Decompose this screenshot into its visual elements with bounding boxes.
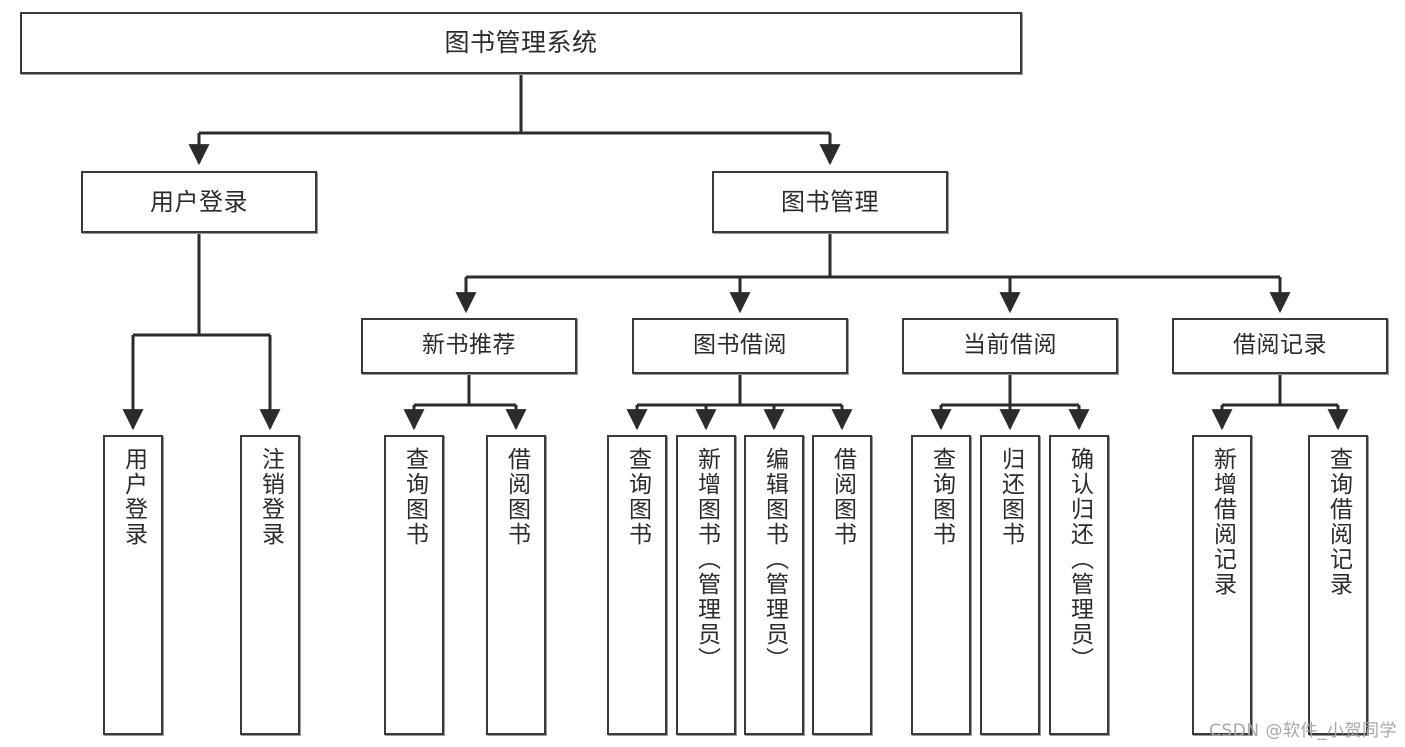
node-label: 查询图书 — [401, 447, 428, 547]
node-label: 图书管理系统 — [444, 28, 598, 57]
node-label: 用户登录 — [150, 187, 248, 216]
node-book-management[interactable]: 图书管理 — [712, 171, 948, 233]
node-label: 借阅图书 — [829, 447, 856, 547]
csdn-watermark: CSDN @软件_小贺同学 — [1209, 721, 1397, 741]
leaf-new-book-borrow-book[interactable]: 借阅图书 — [486, 435, 546, 735]
leaf-borrow-record-query-record[interactable]: 查询借阅记录 — [1308, 435, 1368, 735]
node-book-borrow[interactable]: 图书借阅 — [632, 318, 848, 374]
leaf-book-borrow-query-book[interactable]: 查询图书 — [607, 435, 667, 735]
node-label: 新书推荐 — [422, 332, 516, 359]
node-label: 借阅记录 — [1233, 332, 1327, 359]
node-label: 图书借阅 — [693, 332, 787, 359]
node-label: 查询图书 — [624, 447, 651, 547]
leaf-current-borrow-confirm-return-admin[interactable]: 确认归还（管理员） — [1049, 435, 1109, 735]
node-new-book-recommend[interactable]: 新书推荐 — [361, 318, 577, 374]
node-root-book-management-system[interactable]: 图书管理系统 — [20, 12, 1022, 74]
node-label: 归还图书 — [997, 447, 1024, 547]
leaf-current-borrow-query-book[interactable]: 查询图书 — [911, 435, 971, 735]
node-label: 编辑图书（管理员） — [761, 447, 788, 672]
leaf-book-borrow-edit-book-admin[interactable]: 编辑图书（管理员） — [744, 435, 804, 735]
node-label: 注销登录 — [257, 447, 284, 547]
leaf-book-borrow-add-book-admin[interactable]: 新增图书（管理员） — [676, 435, 736, 735]
leaf-current-borrow-return-book[interactable]: 归还图书 — [980, 435, 1040, 735]
node-label: 查询图书 — [928, 447, 955, 547]
node-label: 借阅图书 — [503, 447, 530, 547]
leaf-borrow-record-add-record[interactable]: 新增借阅记录 — [1192, 435, 1252, 735]
leaf-new-book-query-book[interactable]: 查询图书 — [384, 435, 444, 735]
leaf-user-login-login[interactable]: 用户登录 — [103, 435, 163, 735]
node-label: 当前借阅 — [963, 332, 1057, 359]
node-label: 图书管理 — [781, 187, 879, 216]
leaf-user-login-logout[interactable]: 注销登录 — [240, 435, 300, 735]
node-label: 用户登录 — [120, 447, 147, 547]
node-user-login[interactable]: 用户登录 — [81, 171, 317, 233]
node-label: 查询借阅记录 — [1325, 447, 1352, 597]
node-label: 新增图书（管理员） — [693, 447, 720, 672]
node-label: 新增借阅记录 — [1209, 447, 1236, 597]
node-borrow-record[interactable]: 借阅记录 — [1172, 318, 1388, 374]
node-label: 确认归还（管理员） — [1066, 447, 1093, 672]
node-current-borrow[interactable]: 当前借阅 — [902, 318, 1118, 374]
leaf-book-borrow-borrow-book[interactable]: 借阅图书 — [812, 435, 872, 735]
